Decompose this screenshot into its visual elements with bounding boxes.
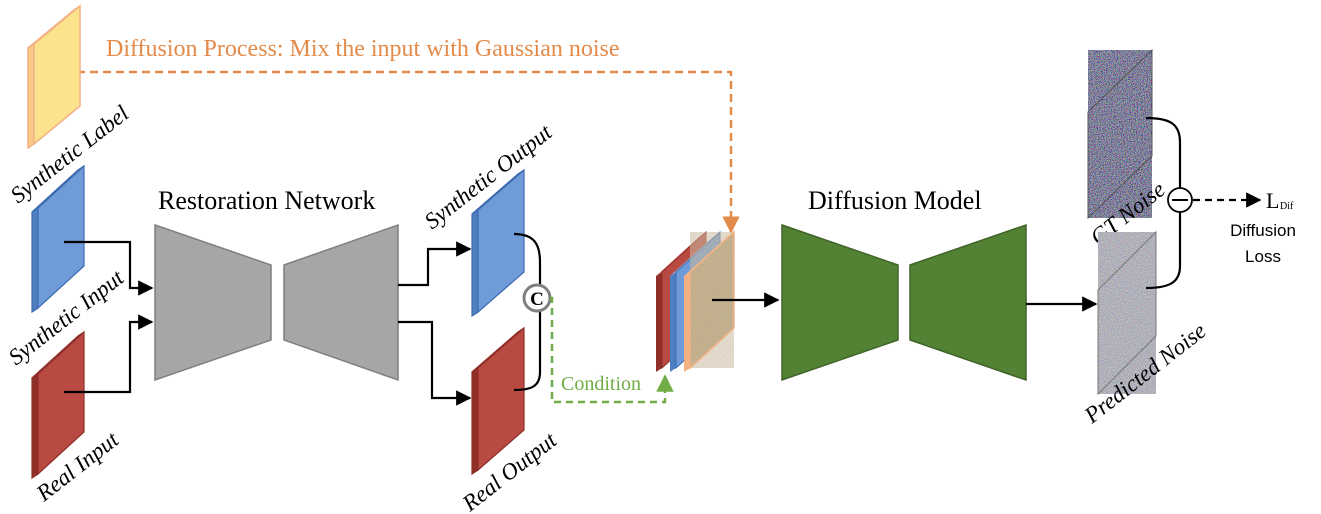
diffusion-model-title: Diffusion Model [808, 186, 982, 215]
synthetic-input-arrow [64, 240, 154, 296]
restoration-encoder [154, 223, 272, 382]
real-output-slab [471, 326, 525, 476]
loss-subscript: Dif [1280, 201, 1294, 212]
real-output-arrow [398, 320, 472, 406]
concat-node: C [522, 283, 552, 313]
gt-noise-slab [1087, 48, 1153, 220]
diffusion-process-path [64, 70, 740, 234]
restoration-decoder [283, 223, 399, 382]
synthetic-output-slab [471, 168, 525, 318]
subtract-node [1167, 187, 1193, 213]
real-input-arrow [64, 314, 154, 394]
restoration-network-title: Restoration Network [158, 186, 375, 215]
synthetic-output-arrow [398, 241, 472, 287]
restoration-network [154, 223, 399, 382]
synthetic-input-slab [31, 164, 85, 314]
loss-caption-line1: Diffusion [1230, 221, 1296, 240]
loss-bracket [1145, 116, 1182, 290]
concat-symbol: C [530, 289, 544, 310]
diffusion-decoder [909, 223, 1027, 382]
concat-bracket [513, 232, 542, 392]
diffusion-process-label: Diffusion Process: Mix the input with Ga… [106, 36, 620, 62]
predicted-noise-slab [1097, 230, 1157, 396]
stacked-input [656, 230, 735, 372]
loss-symbol: L [1266, 188, 1279, 213]
condition-path [550, 296, 674, 404]
synthetic-label-slab [27, 4, 81, 150]
loss-caption-line2: Loss [1245, 247, 1281, 266]
real-input-slab [31, 330, 85, 480]
diffusion-encoder [781, 223, 899, 382]
condition-label: Condition [561, 373, 641, 395]
diffusion-model [781, 223, 1027, 382]
